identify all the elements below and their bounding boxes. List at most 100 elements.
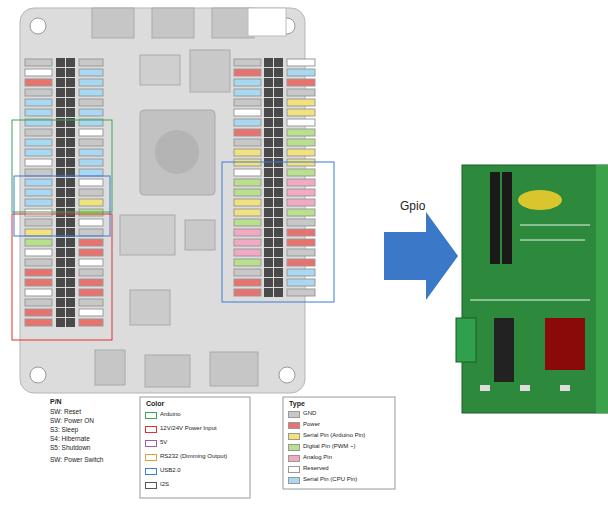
pin [56,138,65,147]
pin-tag [234,289,261,296]
pin [274,78,283,87]
usb-port [152,8,194,38]
pin-tag [234,189,261,196]
legend-text: Analog Pin [303,454,332,461]
silkscreen [520,225,590,226]
pin-header [490,172,500,264]
pin [56,298,65,307]
pin [66,258,75,267]
pin [66,88,75,97]
pin [66,178,75,187]
arrow-label: Gpio [400,200,425,214]
pin [274,228,283,237]
pin [264,178,273,187]
pin-tag [234,99,261,106]
pin-tag [79,89,103,96]
pin [66,308,75,317]
pin [66,318,75,327]
pin [66,268,75,277]
legend-outline-sample [145,426,157,433]
note-text: Type [289,400,305,408]
pin [66,198,75,207]
usb-port [92,8,134,38]
pin [56,258,65,267]
pin-tag [287,239,315,246]
chip [120,215,175,255]
pin [66,218,75,227]
silkscreen [520,240,585,241]
legend-swatch [288,455,300,462]
pin-tag [79,79,103,86]
pin [264,258,273,267]
pin [66,138,75,147]
legend-swatch [288,422,300,429]
pin [56,198,65,207]
legend-text: Reserved [303,465,329,472]
pcb [462,165,608,413]
pin [264,138,273,147]
pin [274,128,283,137]
pin-tag [287,89,315,96]
pin [274,108,283,117]
pin-tag [234,229,261,236]
mount-hole [30,367,46,383]
pin-tag [234,129,261,136]
pin-tag [234,249,261,256]
pin [56,308,65,317]
pin-tag [79,179,103,186]
pin [66,78,75,87]
pin [264,198,273,207]
pin [56,248,65,257]
pin [264,248,273,257]
note-text: SW: Power ON [50,417,94,424]
pin [264,188,273,197]
pin-tag [234,169,261,176]
pin [66,108,75,117]
pin [66,288,75,297]
pin-tag [287,179,315,186]
logo [518,190,562,210]
pin-tag [25,239,52,246]
port [95,350,125,385]
pin-tag [25,249,52,256]
group-outline [14,176,110,236]
pin-tag [79,139,103,146]
pin [56,218,65,227]
pin [56,318,65,327]
pin-tag [79,279,103,286]
pin-tag [25,59,52,66]
pin-tag [79,69,103,76]
pin-tag [25,279,52,286]
legend-text: Serial Pin (CPU Pin) [303,476,357,483]
pin [264,278,273,287]
block-arrow [384,212,458,300]
group-outline [12,120,112,212]
pin-tag [287,119,315,126]
pin-tag [25,149,52,156]
legend-swatch [288,466,300,473]
relay [545,318,585,370]
legend-swatch [288,477,300,484]
pin-tag [25,229,52,236]
note-text: Color [146,400,164,408]
pin-tag [287,199,315,206]
chip [130,290,170,325]
pin-tag [287,249,315,256]
pin [66,278,75,287]
pin-tag [79,129,103,136]
note-text: SW: Reset [50,408,81,415]
pin-tag [79,299,103,306]
ic [494,318,514,382]
pin [66,238,75,247]
pin-tag [79,149,103,156]
pin-tag [79,99,103,106]
pin [274,188,283,197]
legend-text: USB2.0 [160,467,181,474]
pin-tag [25,259,52,266]
legend-text: Digital Pin (PWM ~) [303,443,356,450]
legend-text: RS232 (Dimming Output) [160,453,227,460]
pin [274,88,283,97]
pin-tag [25,309,52,316]
pin-tag [79,229,103,236]
